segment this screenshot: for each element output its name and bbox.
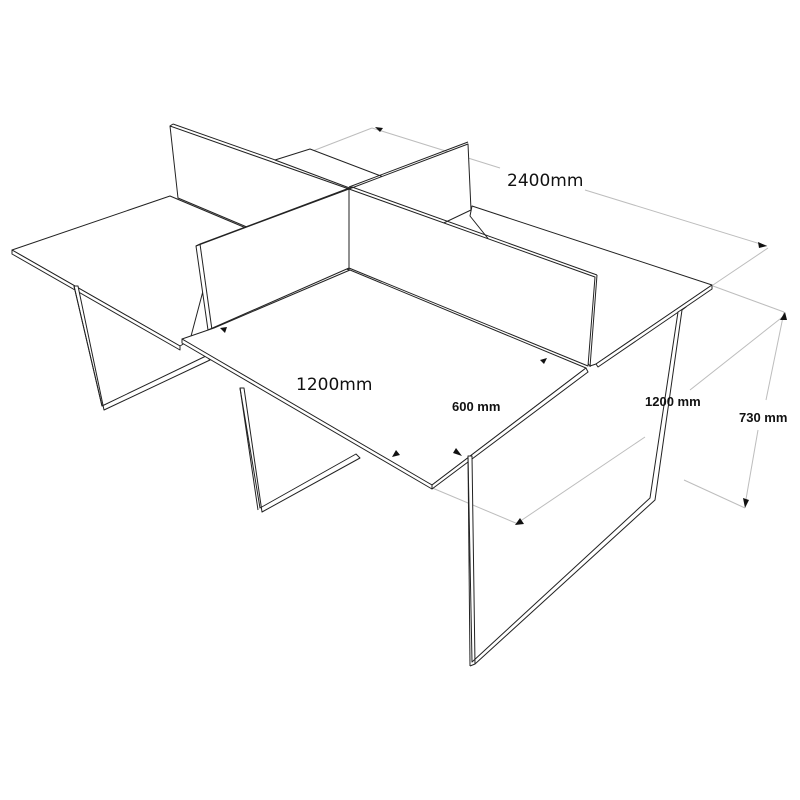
left-desktop — [11, 195, 247, 351]
dimension-label-leg-depth: 1200 mm — [645, 394, 701, 409]
front-right-leg — [467, 306, 687, 667]
dimension-label-desk-width: 1200mm — [296, 375, 372, 395]
dimension-label-height: 730 mm — [739, 410, 787, 425]
dimension-arrowheads — [220, 127, 787, 525]
left-rear-leg — [73, 285, 211, 411]
front-right-divider-panel — [348, 186, 598, 368]
dimension-label-length: 2400mm — [507, 171, 583, 191]
dimension-label-desk-depth: 600 mm — [452, 399, 500, 414]
front-left-divider-panel — [195, 186, 353, 331]
middle-leg — [239, 387, 361, 513]
